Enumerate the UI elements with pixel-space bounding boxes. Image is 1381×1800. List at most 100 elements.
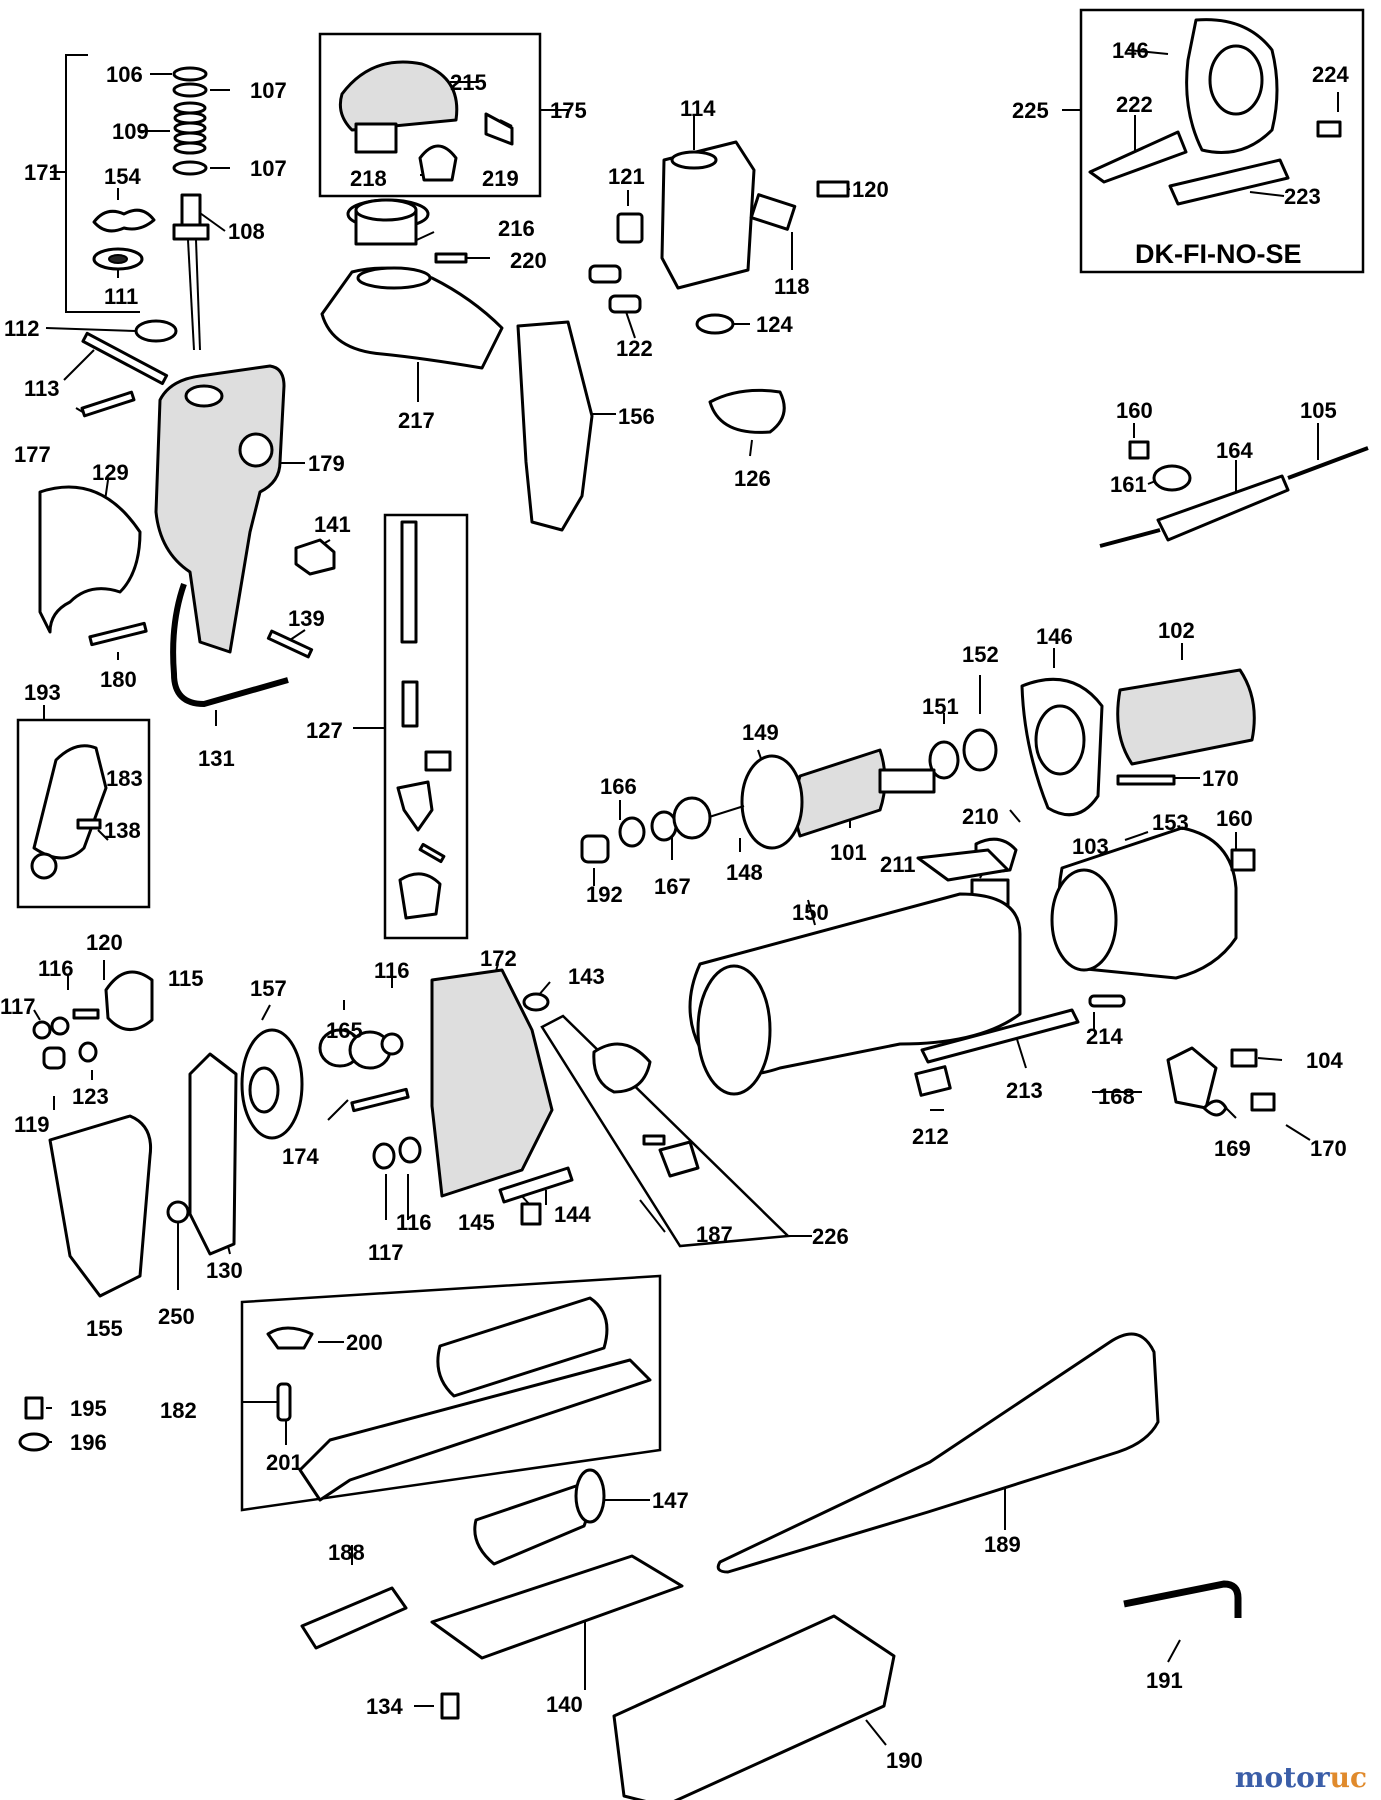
part-140-plate [430, 1554, 684, 1660]
part-number-147: 147 [652, 1488, 689, 1513]
part-number-115: 115 [168, 966, 204, 991]
part-212-pad [914, 1065, 952, 1097]
part-154-clip [92, 208, 156, 233]
box-175 [318, 32, 542, 198]
part-200-knob [266, 1326, 314, 1350]
part-218-knob [418, 144, 458, 182]
kit-label: DK-FI-NO-SE [1135, 239, 1301, 269]
part-number-113: 113 [24, 376, 60, 401]
part-number-108: 108 [228, 219, 265, 244]
part-number-126: 126 [734, 466, 771, 491]
part-174-screw [350, 1087, 410, 1113]
part-number-111: 111 [104, 284, 138, 309]
part-107-washer-top [172, 82, 208, 98]
part-148-bearing [672, 796, 712, 840]
part-number-174: 174 [282, 1144, 319, 1169]
box-193 [16, 718, 151, 909]
watermark-part2: uc [1329, 1761, 1367, 1794]
part-number-102: 102 [1158, 618, 1195, 643]
part-number-191: 191 [1146, 1668, 1183, 1693]
part-160-screw-b [1230, 848, 1256, 872]
part-213-slide [920, 1008, 1080, 1064]
part-156-gasket [516, 320, 594, 532]
part-number-114: 114 [680, 96, 716, 121]
part-250-washer [166, 1200, 190, 1224]
part-number-215: 215 [450, 70, 487, 95]
part-122-spring-a [588, 264, 622, 284]
part-112-bushing [134, 319, 178, 343]
part-number-118: 118 [774, 274, 810, 299]
part-117-washer-left [32, 1020, 52, 1040]
part-170-screw-top [1116, 774, 1176, 786]
part-215-cover [338, 60, 459, 132]
part-number-157: 157 [250, 976, 287, 1001]
part-141-block [294, 538, 336, 576]
part-number-144: 144 [554, 1202, 591, 1227]
part-192-bushing [580, 834, 610, 864]
part-226-cam [592, 1042, 652, 1094]
part-219-clip [484, 112, 514, 146]
part-144-screw [520, 1202, 542, 1226]
part-172-gear-housing [430, 968, 554, 1198]
part-196-nut [18, 1432, 50, 1452]
part-number-146: 146 [1036, 624, 1073, 649]
frames [16, 8, 1365, 1512]
part-number-222: 222 [1116, 92, 1153, 117]
box-225 [1079, 8, 1365, 274]
part-160-screw [1128, 440, 1150, 460]
part-number-201: 201 [266, 1450, 303, 1475]
part-149-gear [740, 754, 804, 850]
part-155-cover [48, 1114, 153, 1298]
part-number-106: 106 [106, 62, 143, 87]
part-number-172: 172 [480, 946, 517, 971]
part-number-225: 225 [1012, 98, 1049, 123]
part-129-guard [38, 485, 142, 634]
part-number-101: 101 [830, 840, 867, 865]
part-number-149: 149 [742, 720, 779, 745]
part-number-122: 122 [616, 336, 653, 361]
part-number-220: 220 [510, 248, 547, 273]
part-number-170: 170 [1202, 766, 1239, 791]
part-138-screw [76, 818, 102, 830]
part-118-block [749, 193, 797, 231]
part-number-116: 116 [374, 958, 410, 983]
part-131-rod [170, 583, 289, 708]
part-167-washer [650, 810, 678, 842]
part-number-190: 190 [886, 1748, 923, 1773]
part-number-160: 160 [1116, 398, 1153, 423]
part-220-screw [434, 252, 468, 264]
part-number-214: 214 [1086, 1024, 1123, 1049]
part-182-barrel [436, 1296, 609, 1398]
part-187-pin [642, 1134, 666, 1146]
watermark-part1: motor [1234, 1761, 1330, 1794]
part-number-212: 212 [912, 1124, 949, 1149]
part-number-196: 196 [70, 1430, 107, 1455]
part-101-armature [705, 748, 936, 850]
part-201-spring [276, 1382, 292, 1422]
part-114-bracket [660, 140, 756, 290]
part-number-183: 183 [106, 766, 143, 791]
part-number-166: 166 [600, 774, 637, 799]
part-number-138: 138 [104, 818, 141, 843]
part-number-219: 219 [482, 166, 519, 191]
part-number-129: 129 [92, 460, 129, 485]
part-224-screw [1316, 120, 1342, 138]
part-number-152: 152 [962, 642, 999, 667]
part-108-plunger [172, 193, 210, 351]
part-168-brush-holder [1166, 1046, 1218, 1110]
parts [18, 18, 1369, 1800]
part-number-211: 211 [880, 852, 916, 877]
part-number-107: 107 [250, 78, 287, 103]
part-190-base-plate [612, 1614, 896, 1800]
part-117-washer-mid [372, 1142, 396, 1170]
part-number-117: 117 [368, 1240, 404, 1265]
part-number-218: 218 [350, 166, 387, 191]
part-130-link [188, 1052, 238, 1256]
part-145-slide [498, 1166, 574, 1204]
part-number-123: 123 [72, 1084, 109, 1109]
part-161-clamp [1152, 464, 1192, 492]
part-number-188: 188 [328, 1540, 365, 1565]
box-127 [383, 513, 469, 940]
part-188-shoe [300, 1586, 408, 1650]
